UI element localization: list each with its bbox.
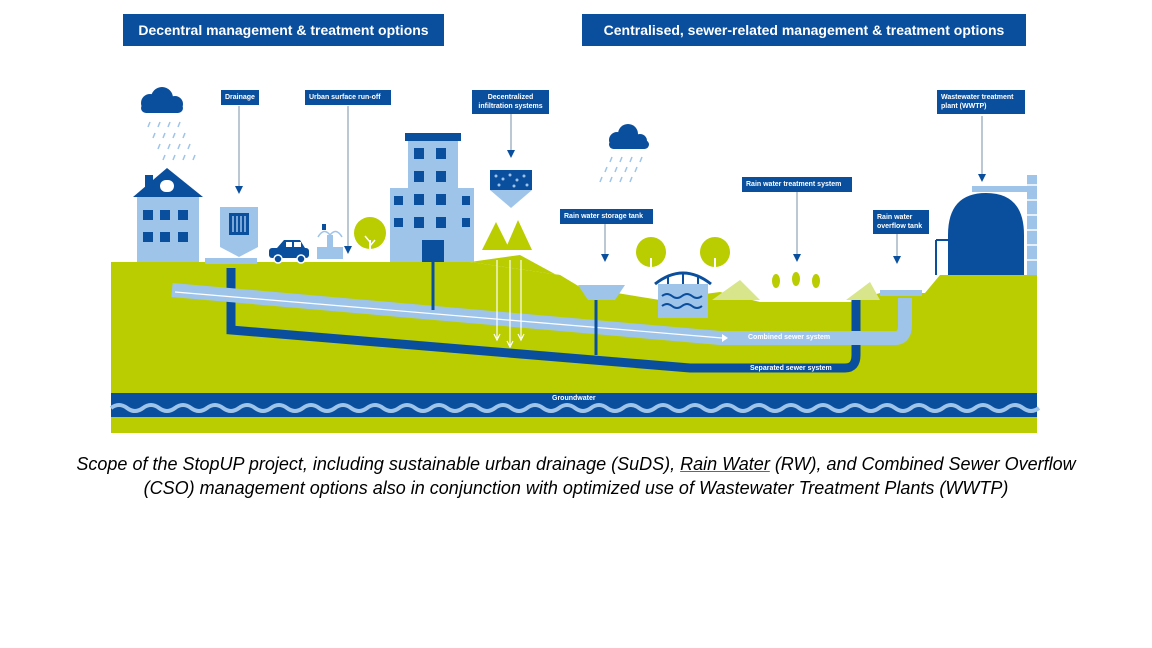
car-icon (269, 240, 309, 264)
infiltration-label-line1: Decentralized (487, 94, 534, 101)
storage-tank-icon (578, 285, 625, 355)
central-header: Centralised, sewer-related management & … (582, 14, 1026, 46)
infiltration-label-line2: infiltration systems (478, 103, 543, 110)
combined-sewer-pipe (171, 283, 912, 345)
combined-sewer-label: Combined sewer system (748, 334, 831, 341)
lower-ground-band (111, 417, 1037, 433)
rw-treatment-label: Rain water treatment system (742, 177, 852, 192)
storage-tank-label: Rain water storage tank (560, 209, 653, 224)
overflow-tank-label: Rain water overflow tank (873, 210, 929, 234)
rain-water-link[interactable]: Rain Water (680, 454, 770, 474)
caption-part2: (RW), and Combined Sewer Overflow (769, 454, 1076, 474)
caption-line2: (CSO) management options also in conjunc… (143, 478, 1009, 498)
storage-arrow-head (601, 254, 609, 262)
wwtp-arrow-head (978, 174, 986, 182)
groundwater-label: Groundwater (552, 395, 596, 402)
drainage-arrow-head (235, 186, 243, 194)
separated-sewer-label: Separated sewer system (750, 365, 832, 372)
runoff-arrow-head (344, 246, 352, 254)
drainage-label: Drainage (221, 90, 259, 105)
runoff-label: Urban surface run-off (305, 90, 391, 105)
park-trees-icon (636, 237, 730, 282)
figure-caption: Scope of the StopUP project, including s… (0, 452, 1152, 500)
overflow-arrow-head (893, 256, 901, 264)
wwtp-label-line1: Wastewater treatment (941, 94, 1014, 101)
drainage-scene (109, 87, 1041, 433)
apartment-building-icon (390, 133, 474, 262)
house-icon (133, 168, 203, 262)
rw-treatment-arrow-head (793, 254, 801, 262)
street-gully (205, 258, 257, 264)
caption-part1: Scope of the StopUP project, including s… (76, 454, 681, 474)
reed-bed-icon (712, 272, 822, 300)
wwtp-label-line2: plant (WWTP) (941, 103, 987, 110)
separated-sewer-pipe (226, 268, 861, 373)
tree-icon (354, 217, 386, 262)
drain-grate-icon (220, 207, 258, 257)
infiltration-label: Decentralized infiltration systems (472, 90, 549, 114)
combined-arrow-head (722, 334, 728, 342)
overflow-tank-icon (846, 275, 922, 300)
overflow-label-line1: Rain water (877, 214, 913, 221)
rain-cloud-icon-2 (599, 124, 649, 183)
wwtp-digester-icon (935, 175, 1037, 275)
embankment (470, 255, 575, 285)
overflow-label-line2: overflow tank (877, 223, 923, 230)
fountain-icon (317, 224, 343, 259)
groundwater-wave (109, 403, 1041, 413)
decentral-header: Decentral management & treatment options (123, 14, 444, 46)
conifer-trees-icon (482, 220, 532, 250)
rain-cloud-icon (141, 87, 196, 161)
combined-sewer-arrow (174, 291, 723, 339)
wwtp-label: Wastewater treatment plant (WWTP) (937, 90, 1025, 114)
bridge-pond-icon (654, 271, 712, 318)
infiltration-box-icon (490, 170, 532, 208)
infiltration-arrows (493, 260, 525, 349)
infiltration-arrow-head (507, 150, 515, 158)
